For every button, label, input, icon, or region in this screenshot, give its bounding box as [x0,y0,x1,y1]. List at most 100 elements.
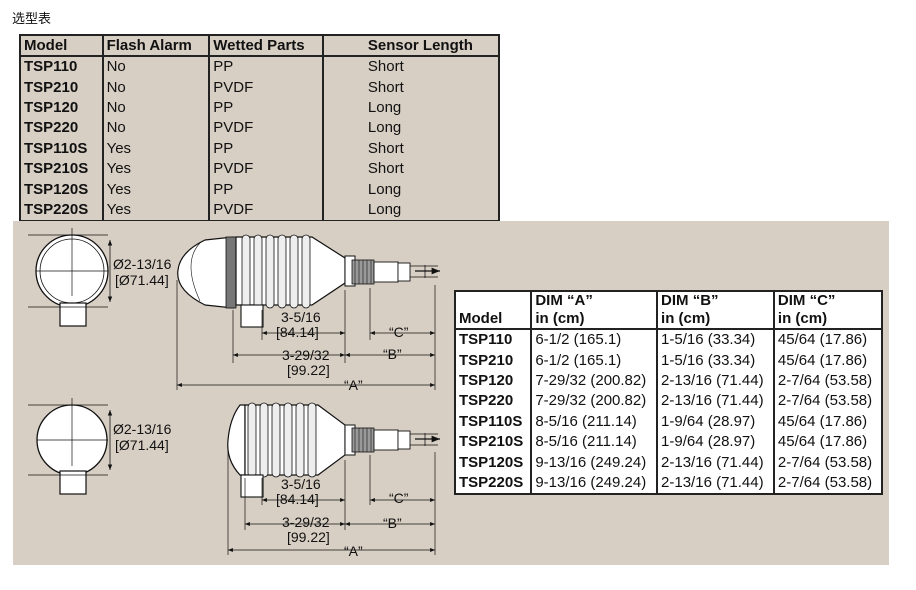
dim-header-a-line1: DIM “A” [535,292,593,309]
bottom-dim2-inch: 3-29/32 [282,514,330,530]
bottom-end-view [28,398,113,495]
dimension-cell-model: TSP220S [455,472,533,495]
top-side-view [177,234,440,328]
dimension-cell-dim-c: 45/64 (17.86) [777,351,868,369]
selection-cell-flash-alarm: No [102,56,211,78]
top-dim2-mm: [99.22] [287,362,330,378]
selection-cell-model: TSP210 [20,77,104,98]
dimension-table-header-row: Model DIM “A” in (cm) DIM “B” in (cm) DI… [455,291,882,330]
dimension-cell-dim-b: 2-13/16 (71.44) [657,472,775,495]
bottom-dimension-lines [227,450,436,555]
bottom-label-c: “C” [389,490,409,506]
dimension-cell-dim-c: 45/64 (17.86) [777,331,868,349]
selection-cell-sensor-length: Long [367,180,402,198]
header-model: Model [20,35,104,57]
bottom-dim1-mm: [84.14] [276,491,319,507]
selection-cell-model: TSP220 [20,118,104,139]
dim-header-a: DIM “A” in (cm) [531,291,659,330]
selection-cell-wetted-parts: PVDF [209,199,324,222]
selection-cell-model: TSP110S [20,138,104,159]
selection-cell-flash-alarm: Yes [102,138,211,159]
selection-cell-sensor-length: Short [367,78,404,96]
dimension-cell-dim-a: 8-5/16 (211.14) [531,411,659,432]
dimension-cell-model: TSP110 [455,329,533,351]
top-diameter-inch: Ø2-13/16 [113,256,172,272]
page-caption: 选型表 [12,12,52,27]
dim-header-model: Model [455,291,533,330]
selection-cell-sensor-length: Long [367,200,402,218]
header-flash-alarm: Flash Alarm [102,35,211,57]
dimension-cell-model: TSP210 [455,350,533,371]
selection-cell-wetted-parts: PP [209,138,324,159]
selection-cell-wetted-parts: PVDF [209,77,324,98]
dimension-cell-dim-b: 2-13/16 (71.44) [657,370,775,392]
dim-header-b: DIM “B” in (cm) [657,291,775,330]
dimension-cell-dim-b: 1-9/64 (28.97) [657,411,775,432]
selection-cell-model: TSP210S [20,158,104,180]
top-dimension-lines [176,280,436,390]
bottom-dim2-mm: [99.22] [287,529,330,545]
dimension-cell-dim-a: 9-13/16 (249.24) [531,472,659,495]
dimension-cell-dim-c: 2-7/64 (53.58) [777,453,873,471]
dim-header-b-line1: DIM “B” [661,292,719,309]
selection-cell-model: TSP120 [20,97,104,119]
selection-cell-wetted-parts: PVDF [209,118,324,139]
selection-cell-wetted-parts: PP [209,56,324,78]
dimension-cell-dim-c: 2-7/64 (53.58) [777,473,873,491]
dimension-cell-model: TSP220 [455,391,533,412]
header-wetted-parts: Wetted Parts [209,35,324,57]
selection-cell-wetted-parts: PP [209,179,324,200]
selection-cell-flash-alarm: No [102,97,211,119]
selection-cell-flash-alarm: No [102,77,211,98]
dimension-cell-model: TSP120 [455,370,533,392]
selection-cell-sensor-length: Long [367,98,402,116]
selection-table-header-row: Model Flash Alarm Wetted Parts Sensor Le… [20,35,499,57]
dimension-cell-dim-c: 2-7/64 (53.58) [777,371,873,389]
bottom-label-a: “A” [344,543,363,559]
dimension-cell-dim-a: 6-1/2 (165.1) [531,329,659,351]
top-label-c: “C” [389,324,409,340]
selection-cell-wetted-parts: PVDF [209,158,324,180]
selection-cell-model: TSP220S [20,199,104,222]
dimension-cell-dim-c: 45/64 (17.86) [777,433,868,451]
selection-cell-model: TSP110 [20,56,104,78]
top-diameter-mm: [Ø71.44] [115,272,169,288]
dimension-cell-dim-c: 2-7/64 (53.58) [777,392,873,410]
dimension-cell-dim-b: 1-9/64 (28.97) [657,431,775,453]
bottom-dim1-inch: 3-5/16 [281,476,321,492]
dimension-cell-dim-b: 1-5/16 (33.34) [657,329,775,351]
dim-header-model-line2: Model [459,310,503,327]
dimension-cell-dim-b: 1-5/16 (33.34) [657,350,775,371]
top-label-a: “A” [344,377,363,393]
top-sensor-drawing: Ø2-13/16 [Ø71.44] [28,228,440,393]
dim-header-a-line2: in (cm) [535,310,585,327]
dimension-cell-dim-b: 2-13/16 (71.44) [657,452,775,473]
selection-cell-flash-alarm: Yes [102,199,211,222]
selection-cell-flash-alarm: No [102,118,211,139]
dimension-cell-dim-a: 7-29/32 (200.82) [531,391,659,412]
dim-header-b-line2: in (cm) [661,310,711,327]
bottom-diameter-mm: [Ø71.44] [115,437,169,453]
selection-cell-sensor-length: Short [367,58,404,76]
dimension-cell-dim-a: 6-1/2 (165.1) [531,350,659,371]
dimension-cell-model: TSP110S [455,411,533,432]
selection-cell-flash-alarm: Yes [102,158,211,180]
dimension-table: Model DIM “A” in (cm) DIM “B” in (cm) DI… [454,290,883,496]
dimension-cell-dim-a: 7-29/32 (200.82) [531,370,659,392]
selection-cell-wetted-parts: PP [209,97,324,119]
bottom-side-view [227,402,440,498]
